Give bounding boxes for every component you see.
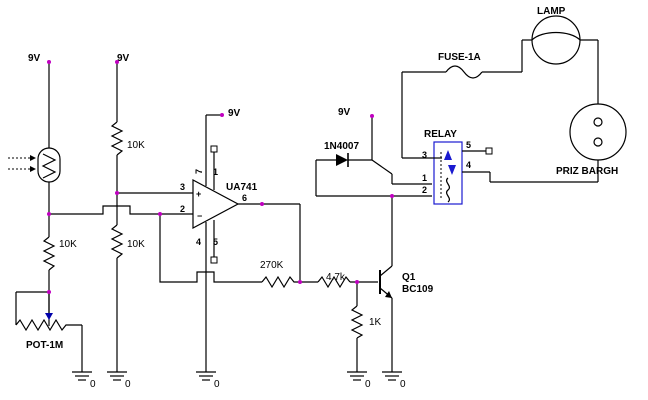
ground-label-4: 0 [365,379,371,390]
relay-k1 [432,141,493,205]
q1-label: Q1 [402,272,416,283]
svg-text:7: 7 [194,169,204,174]
svg-text:1: 1 [422,173,427,183]
lamp-label: LAMP [537,6,566,17]
svg-text:2: 2 [180,204,185,214]
svg-text:1: 1 [213,167,218,177]
resistor-r3 [110,224,124,259]
pot-wiper-icon [45,313,53,320]
junction-nodes [47,60,394,294]
socket-icon [569,103,627,161]
divider-branch [110,62,193,372]
svg-text:6: 6 [242,193,247,203]
ground-label-3: 0 [214,379,220,390]
pot-label: POT-1M [26,340,63,351]
svg-text:4: 4 [196,237,201,247]
ground-icon [107,371,127,381]
supply-label-left: 9V [28,53,41,64]
resistor-r47k [317,275,351,289]
opamp-ua741: + − [192,114,240,372]
lamp-circuit [401,15,627,183]
ground-icon [72,371,92,381]
diode-1n4007 [336,154,348,166]
r47k-label: 4.7k [326,272,346,283]
opamp-label: UA741 [226,182,258,193]
svg-text:5: 5 [213,237,218,247]
svg-text:3: 3 [180,182,185,192]
svg-text:2: 2 [422,185,427,195]
light-arrows-icon [8,155,36,172]
ground-icon [347,371,367,381]
potentiometer-pot1m [15,318,82,332]
r1-label: 10K [59,239,77,250]
r270k-label: 270K [260,260,284,271]
supply-label-opamp: 9V [228,108,241,119]
resistor-r1k [350,305,364,339]
svg-text:−: − [197,211,202,221]
supply-label-mid: 9V [117,53,130,64]
ground-label-1: 0 [90,379,96,390]
ground-icon [196,371,216,381]
supply-label-relay: 9V [338,107,351,118]
svg-text:4: 4 [466,160,471,170]
ldr-branch [8,62,83,372]
r1k-label: 1K [369,317,382,328]
svg-text:5: 5 [466,140,471,150]
resistor-r2 [110,121,124,156]
q1-type-label: BC109 [402,284,434,295]
lamp-icon [531,15,581,65]
ground-symbols [72,371,402,381]
r2-label: 10K [127,140,145,151]
ground-label-5: 0 [400,379,406,390]
resistor-r1 [42,236,56,271]
ground-icon [382,371,402,381]
transistor-q1 [379,196,393,372]
svg-text:+: + [196,189,201,199]
svg-text:3: 3 [422,150,427,160]
resistor-r270k [261,275,300,289]
relay-label: RELAY [424,129,457,140]
fuse-1a [445,65,483,79]
fuse-label: FUSE-1A [438,52,481,63]
socket-label: PRIZ BARGH [556,166,618,177]
ldr-symbol [37,147,61,183]
r3-label: 10K [127,239,145,250]
ground-label-2: 0 [125,379,131,390]
diode-label: 1N4007 [324,141,359,152]
